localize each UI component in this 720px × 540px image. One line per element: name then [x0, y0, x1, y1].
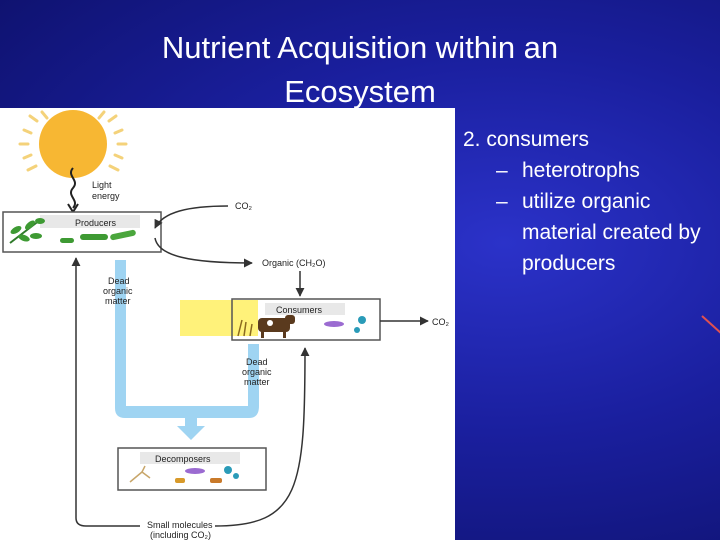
slide-title: Nutrient Acquisition within an Ecosystem [110, 26, 610, 114]
dead-matter-left-3: matter [105, 296, 131, 306]
small-molecules-label-2: (including CO₂) [150, 530, 211, 540]
protist-icon [358, 316, 366, 324]
dead-matter-mid-2: organic [242, 367, 272, 377]
sub-bullet-heterotrophs: – heterotrophs [463, 155, 718, 186]
consumers-box: Consumers [231, 298, 381, 341]
light-energy-arrow [70, 167, 76, 209]
decomposers-box: Decomposers [117, 447, 267, 491]
producers-to-organic-arrow [154, 237, 253, 268]
worm-icon [324, 321, 344, 327]
cow-icon [258, 315, 295, 338]
ecosystem-diagram: Light energy Producers CO₂ [0, 108, 455, 540]
sub-bullet-dash: – [496, 190, 508, 213]
bacteria-icon [185, 468, 205, 474]
light-energy-label-2: energy [92, 191, 120, 201]
producers-box: Producers [2, 211, 162, 253]
plant-icon [9, 218, 45, 244]
co2-top-label: CO₂ [235, 201, 253, 211]
dead-matter-mid-1: Dead [246, 357, 268, 367]
sub-bullet-text: heterotrophs [522, 159, 640, 182]
slide-title-line1: Nutrient Acquisition within an [161, 30, 559, 65]
consumers-label: Consumers [276, 305, 323, 315]
slide-title-line2: Ecosystem [284, 74, 436, 109]
sub-bullet-text: utilize organic material created by prod… [522, 190, 701, 275]
algae-icon [60, 229, 136, 243]
fungus-icon [129, 465, 151, 483]
dead-matter-left-1: Dead [108, 276, 130, 286]
decorative-line [701, 315, 720, 336]
dead-matter-left-2: organic [103, 286, 133, 296]
dead-matter-mid-3: matter [244, 377, 270, 387]
co2-right-label: CO₂ [432, 317, 450, 327]
organic-label: Organic (CH₂O) [262, 258, 326, 268]
recycle-arrow [214, 347, 310, 527]
co2-to-producers-arrow [154, 205, 229, 229]
grass-icon [237, 319, 253, 337]
small-molecules-label-1: Small molecules [147, 520, 213, 530]
bullet-consumers: 2. consumers [463, 128, 590, 151]
sub-bullet-dash: – [496, 159, 508, 182]
bullet-list: 2. consumers – heterotrophs – utilize or… [463, 124, 718, 279]
ecosystem-diagram-svg: Light energy Producers CO₂ [2, 110, 450, 540]
producers-label: Producers [75, 218, 117, 228]
sun-icon [18, 110, 128, 178]
dead-matter-flow-arrows [115, 260, 259, 440]
decomposers-label: Decomposers [155, 454, 211, 464]
sub-bullet-utilize: – utilize organic material created by pr… [463, 186, 718, 279]
light-energy-label-1: Light [92, 180, 112, 190]
